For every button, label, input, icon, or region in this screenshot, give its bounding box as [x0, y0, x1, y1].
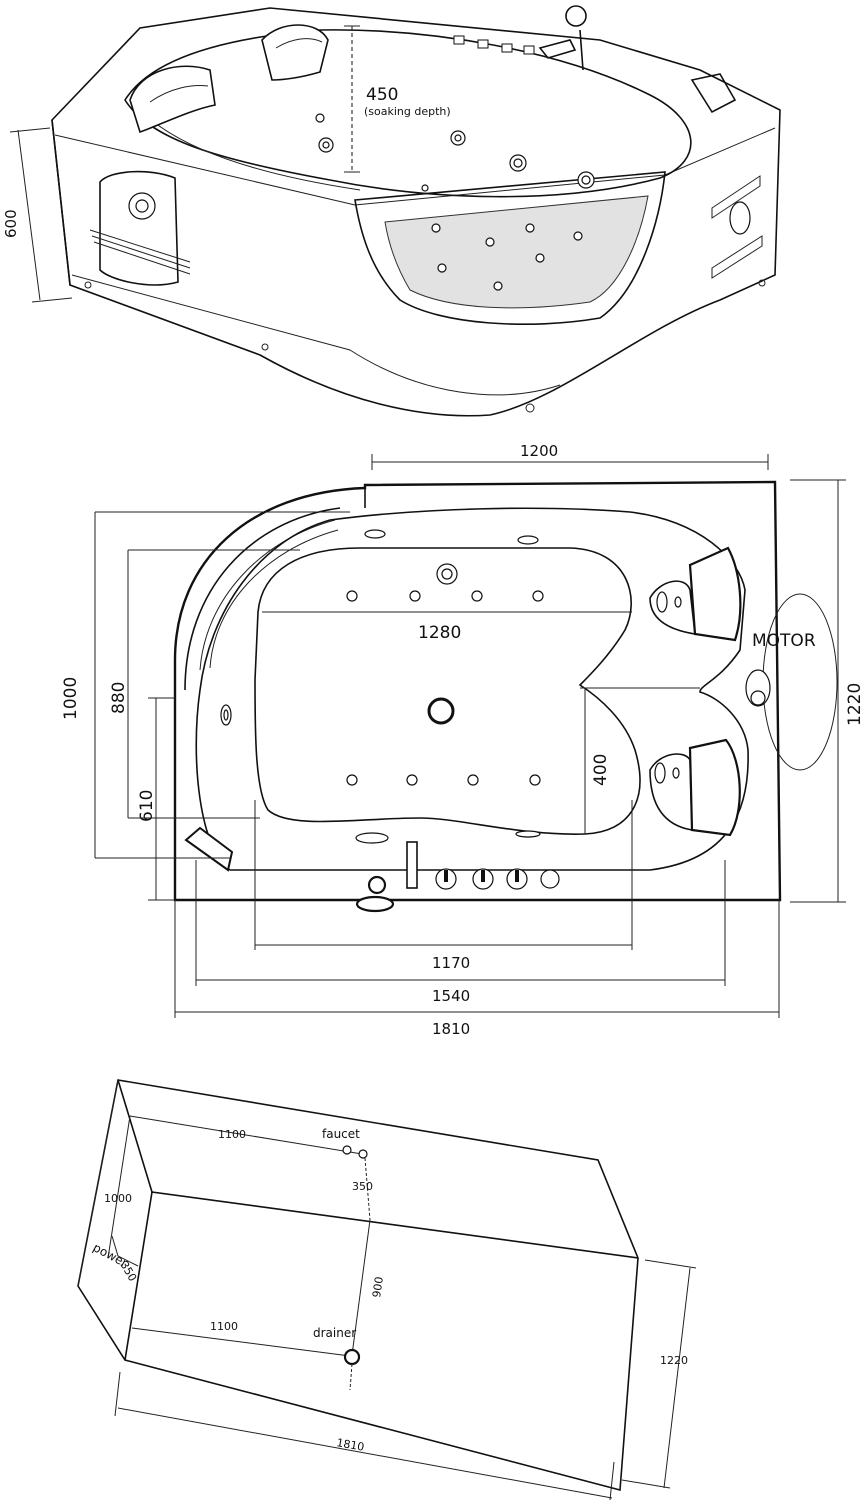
left-1000-label: 1000	[104, 1192, 132, 1205]
bottom-1810-label: 1810	[335, 1436, 365, 1454]
dim-1000-label: 1000	[61, 677, 81, 720]
dim-1540-label: 1540	[432, 987, 470, 1005]
plan-headrest-corner	[184, 826, 234, 872]
basin-jets	[315, 113, 595, 192]
right-1220-label: 1220	[660, 1354, 688, 1367]
drainer-label: drainer	[313, 1326, 356, 1340]
right-1220-line	[663, 1267, 691, 1489]
plan-rim-outline	[195, 507, 749, 871]
center-900-line	[351, 1219, 371, 1356]
top-1100-label: 1100	[218, 1128, 246, 1141]
plan-headrest-top	[649, 546, 742, 642]
dim-400-label: 400	[591, 754, 611, 786]
center-900-label: 900	[370, 1276, 386, 1299]
plan-view: 1200 1280 400	[61, 442, 862, 1038]
motor-label: MOTOR	[752, 631, 816, 651]
installation-view: faucet 350 1100 900 1000 power 350 1100 …	[77, 1079, 697, 1500]
headrest-left	[129, 65, 216, 134]
height-label: 600	[2, 209, 20, 238]
faucet-label: faucet	[322, 1127, 360, 1141]
plan-jets	[220, 529, 544, 844]
dim-1200-label: 1200	[520, 442, 558, 460]
dim-1810-label: 1810	[432, 1020, 470, 1038]
dim-880-label: 880	[109, 682, 129, 714]
dim-610-label: 610	[137, 790, 157, 822]
bottom-1810-line	[117, 1407, 613, 1499]
power-offset-label: 350	[117, 1259, 139, 1284]
plan-outer-outline	[173, 480, 782, 902]
window-jets	[431, 223, 583, 291]
headrest-right	[261, 24, 329, 81]
faucet-hole-2	[358, 1149, 368, 1159]
front-window-outline	[354, 171, 666, 326]
install-box-outline	[77, 1079, 639, 1492]
soaking-depth-value: 450	[366, 85, 398, 105]
motor-ellipse	[762, 593, 838, 771]
dim-1280-label: 1280	[418, 623, 461, 643]
tub-body-outline	[51, 7, 781, 417]
side-shelf	[89, 170, 191, 286]
faucet-controls	[453, 5, 587, 71]
dim-1170-label: 1170	[432, 954, 470, 972]
right-side-features	[690, 73, 763, 279]
faucet-offset-label: 350	[352, 1180, 373, 1193]
plan-basin-outline	[254, 547, 641, 835]
soaking-depth-note: (soaking depth)	[364, 105, 451, 118]
front-window-glass	[384, 195, 649, 309]
bottom-1100-label: 1100	[210, 1320, 238, 1333]
plan-drain	[427, 697, 455, 725]
drainer-hole	[343, 1348, 361, 1366]
perspective-view: 600 450 (soaking depth)	[2, 5, 781, 417]
dim-1220-label: 1220	[845, 683, 862, 726]
height-dimension-line	[17, 129, 41, 301]
plan-controls	[355, 841, 560, 913]
faucet-hole-1	[342, 1145, 352, 1155]
plan-headrest-bottom	[649, 738, 741, 837]
